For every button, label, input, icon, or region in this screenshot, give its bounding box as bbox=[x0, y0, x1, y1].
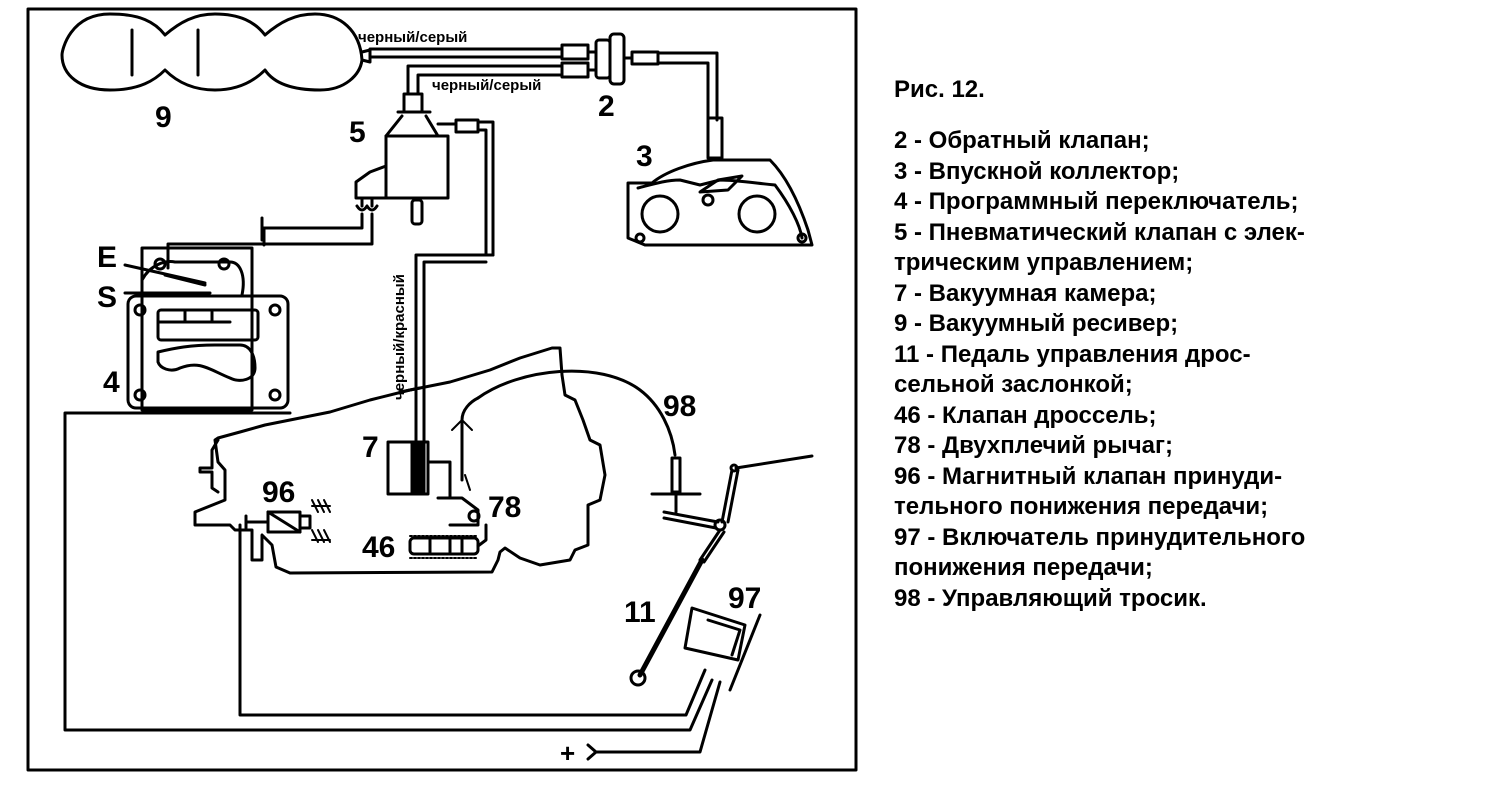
check-valve-2 bbox=[594, 32, 724, 160]
vacuum-chamber-7 bbox=[386, 369, 677, 527]
legend-item: 11 - Педаль управления дрос- сельной зас… bbox=[894, 340, 1251, 399]
legend-item: 4 - Программный переключатель; bbox=[894, 188, 1299, 215]
power-plus-sign: + bbox=[560, 738, 576, 768]
callout-S: S bbox=[97, 281, 118, 314]
legend-item: 78 - Двухплечий рычаг; bbox=[894, 432, 1173, 459]
pneumatic-valve-5 bbox=[354, 92, 495, 257]
callout-11: 11 bbox=[624, 596, 656, 629]
legend-item: 98 - Управляющий тросик. bbox=[894, 584, 1207, 612]
callout-46: 46 bbox=[362, 531, 396, 564]
figure-legend: Рис. 12. 2 - Обратный клапан; 3 - Впускн… bbox=[894, 78, 1494, 614]
power-terminal bbox=[586, 743, 598, 761]
figure-caption: Рис. 12. bbox=[894, 76, 985, 103]
callout-97: 97 bbox=[728, 582, 762, 615]
legend-item: 7 - Вакуумная камера; bbox=[894, 279, 1157, 307]
wire-label-middle: черный/серый bbox=[432, 77, 542, 94]
program-switch-4 bbox=[123, 246, 290, 412]
solenoid-valve-96 bbox=[244, 499, 331, 543]
legend-item: 2 - Обратный клапан; bbox=[894, 127, 1150, 154]
callout-2: 2 bbox=[598, 90, 615, 123]
vacuum-line-middle bbox=[406, 64, 564, 96]
vacuum-line-top bbox=[368, 43, 598, 79]
callout-E: E bbox=[97, 241, 118, 274]
transmission-housing bbox=[193, 346, 607, 575]
callout-3: 3 bbox=[636, 140, 653, 173]
diagram-frame bbox=[26, 7, 858, 772]
legend-item: 3 - Впускной коллектор; bbox=[894, 157, 1180, 185]
throttle-valve-46 bbox=[408, 523, 488, 559]
electrical-wires bbox=[63, 411, 722, 754]
pedal-assembly-11 bbox=[629, 454, 814, 687]
legend-item: 9 - Вакуумный ресивер; bbox=[894, 310, 1179, 337]
callout-9: 9 bbox=[155, 101, 172, 134]
vacuum-line-to-7 bbox=[414, 253, 495, 444]
intake-manifold-3 bbox=[626, 158, 814, 247]
transmission-vacuum-diagram: 9 5 2 3 E S 4 7 96 46 78 98 11 97 черный… bbox=[26, 7, 858, 772]
vacuum-receiver-9 bbox=[60, 12, 372, 92]
callout-98: 98 bbox=[663, 390, 697, 423]
wire-label-top: черный/серый bbox=[358, 29, 468, 46]
callout-7: 7 bbox=[362, 431, 379, 464]
callout-5: 5 bbox=[349, 116, 366, 149]
callout-4: 4 bbox=[103, 366, 120, 399]
wires-5-to-switch bbox=[166, 212, 374, 270]
callout-78: 78 bbox=[488, 491, 522, 524]
legend-item: 5 - Пневматический клапан с элек- тричес… bbox=[894, 218, 1305, 277]
callout-96: 96 bbox=[262, 476, 296, 509]
legend-item: 96 - Магнитный клапан принуди- тельного … bbox=[894, 462, 1283, 521]
kickdown-switch-97 bbox=[683, 606, 762, 692]
diagram-drawing bbox=[26, 7, 858, 772]
legend-item: 46 - Клапан дроссель; bbox=[894, 401, 1157, 429]
wire-label-vertical: черный/красный bbox=[391, 274, 408, 400]
legend-item: 97 - Включатель принудительного понижени… bbox=[894, 523, 1306, 582]
